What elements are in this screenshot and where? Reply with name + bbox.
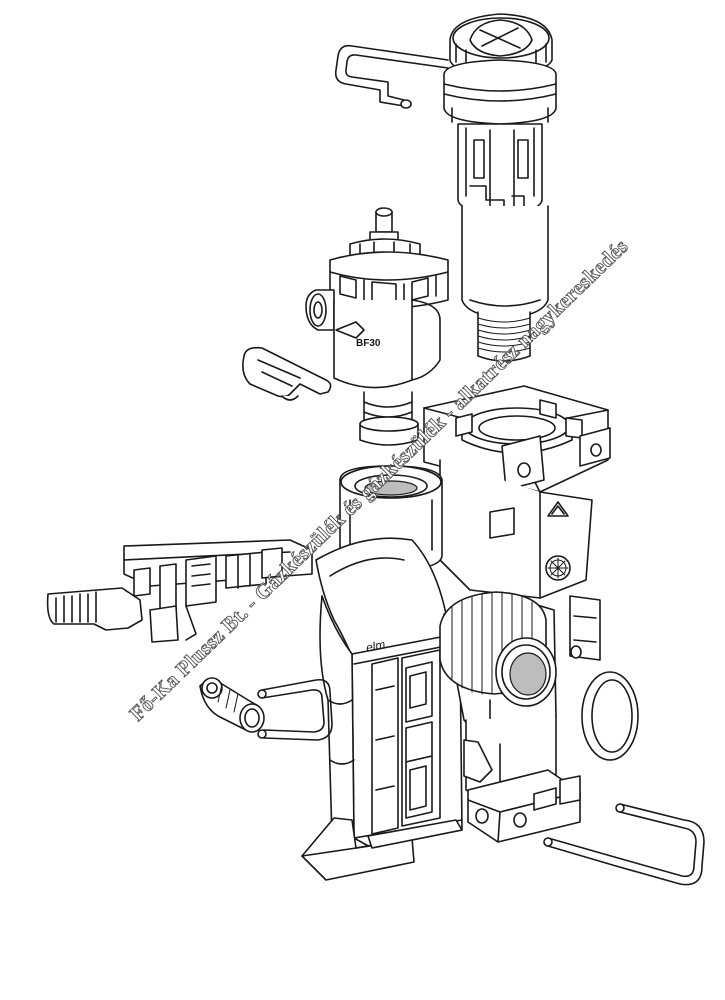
manifold-body bbox=[423, 385, 611, 661]
check-valve-insert bbox=[199, 677, 265, 733]
slide-rail bbox=[46, 539, 313, 643]
wire-clip-top bbox=[334, 44, 449, 109]
o-ring bbox=[581, 671, 639, 761]
flow-switch-valve: BF30 bbox=[305, 207, 449, 446]
retaining-clip bbox=[242, 346, 332, 401]
wire-clip-left bbox=[257, 678, 333, 741]
pressure-cartridge bbox=[443, 13, 557, 362]
front-housing: elm bbox=[301, 537, 463, 881]
outlet-nipple bbox=[439, 591, 557, 807]
valve-mark: BF30 bbox=[356, 338, 381, 349]
bottom-block bbox=[467, 769, 581, 843]
wire-clip-bottom bbox=[543, 803, 705, 886]
